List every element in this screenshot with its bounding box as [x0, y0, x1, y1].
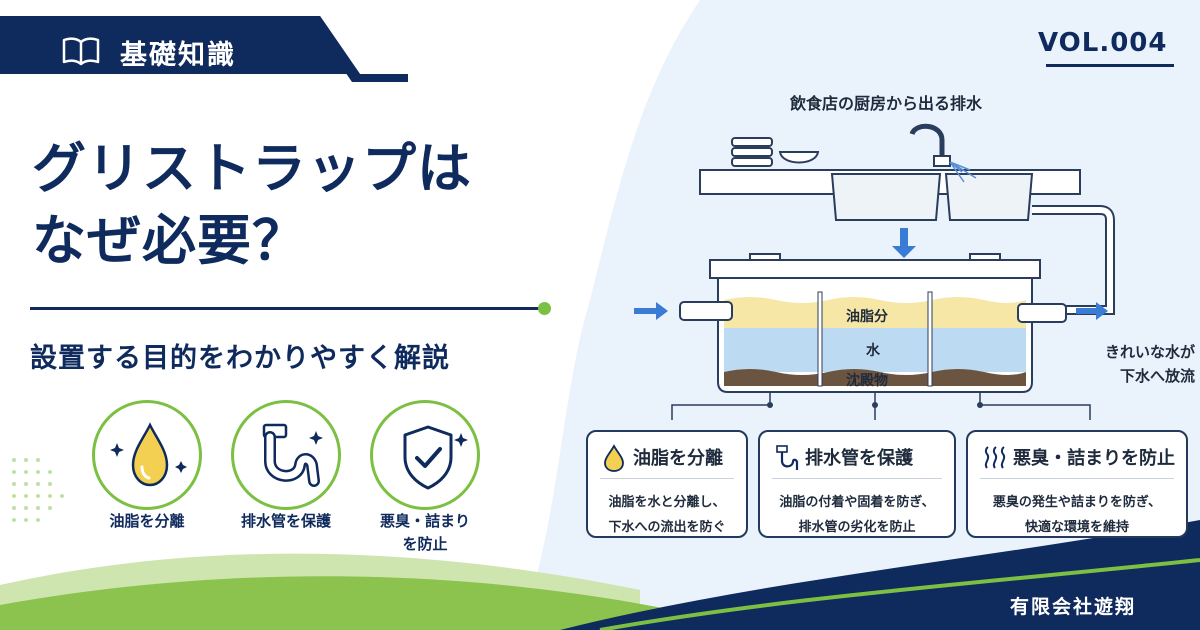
card-title-odor: 悪臭・詰まりを防止 — [1013, 448, 1175, 469]
feature-pipe-protection — [231, 400, 341, 510]
volume-underline — [1046, 64, 1174, 67]
page-subtitle: 設置する目的をわかりやすく解説 — [30, 343, 450, 374]
divider-dot — [538, 302, 551, 315]
card-desc-odor: 悪臭の発生や詰まりを防ぎ、 快適な環境を維持 — [968, 490, 1186, 540]
shield-check-icon — [403, 425, 468, 490]
feature-label-odor-2: を防止 — [402, 535, 448, 553]
company-name: 有限会社遊翔 — [1010, 596, 1137, 618]
layer-label-water: 水 — [866, 343, 880, 359]
card-pipe-protection: 排水管を保護 油脂の付着や固着を防ぎ、 排水管の劣化を防止 — [758, 430, 956, 538]
volume-number: VOL.004 — [1038, 28, 1168, 58]
card-oil-separation: 油脂を分離 油脂を水と分離し、 下水への流出を防ぐ — [586, 430, 748, 538]
feature-label-odor-1: 悪臭・詰まり — [379, 512, 470, 530]
pipe-icon — [776, 445, 799, 470]
page-title-line2: なぜ必要？ — [32, 209, 307, 272]
feature-label-oil: 油脂を分離 — [109, 512, 185, 530]
outflow-label-line1: きれいな水が — [1104, 343, 1195, 361]
pipe-icon — [262, 423, 323, 487]
card-title-pipe: 排水管を保護 — [805, 448, 913, 469]
feature-label-pipe: 排水管を保護 — [240, 512, 331, 530]
outflow-label-line2: 下水へ放流 — [1119, 367, 1195, 385]
layer-label-sediment: 沈殿物 — [846, 373, 888, 389]
card-desc-line: 下水への流出を防ぐ — [608, 520, 726, 535]
outflow-label: きれいな水が 下水へ放流 — [1080, 340, 1195, 388]
card-desc-oil: 油脂を水と分離し、 下水への流出を防ぐ — [588, 490, 746, 540]
odor-icon — [984, 446, 1006, 469]
category-label: 基礎知識 — [120, 40, 236, 71]
card-desc-line: 油脂を水と分離し、 — [608, 495, 726, 510]
card-desc-line: 排水管の劣化を防止 — [798, 520, 916, 535]
card-title-oil: 油脂を分離 — [633, 448, 723, 469]
card-divider — [600, 478, 734, 479]
feature-odor-prevention — [370, 400, 480, 510]
card-desc-pipe: 油脂の付着や固着を防ぎ、 排水管の劣化を防止 — [760, 490, 954, 540]
oil-drop-icon — [604, 444, 624, 472]
card-desc-line: 快適な環境を維持 — [1024, 520, 1129, 535]
layer-label-oil: 油脂分 — [846, 309, 888, 325]
title-divider — [30, 307, 540, 310]
grease-trap-diagram — [634, 123, 1115, 420]
book-icon — [62, 37, 100, 66]
card-divider — [772, 478, 942, 479]
card-divider — [980, 478, 1174, 479]
card-desc-line: 悪臭の発生や詰まりを防ぎ、 — [992, 495, 1162, 510]
page-title-line1: グリストラップは — [32, 137, 472, 200]
card-desc-line: 油脂の付着や固着を防ぎ、 — [779, 495, 935, 510]
oil-drop-icon — [110, 422, 187, 487]
diagram-heading: 飲食店の厨房から出る排水 — [790, 94, 983, 113]
card-odor-prevention: 悪臭・詰まりを防止 悪臭の発生や詰まりを防ぎ、 快適な環境を維持 — [966, 430, 1188, 538]
feature-oil-separation — [92, 400, 202, 510]
